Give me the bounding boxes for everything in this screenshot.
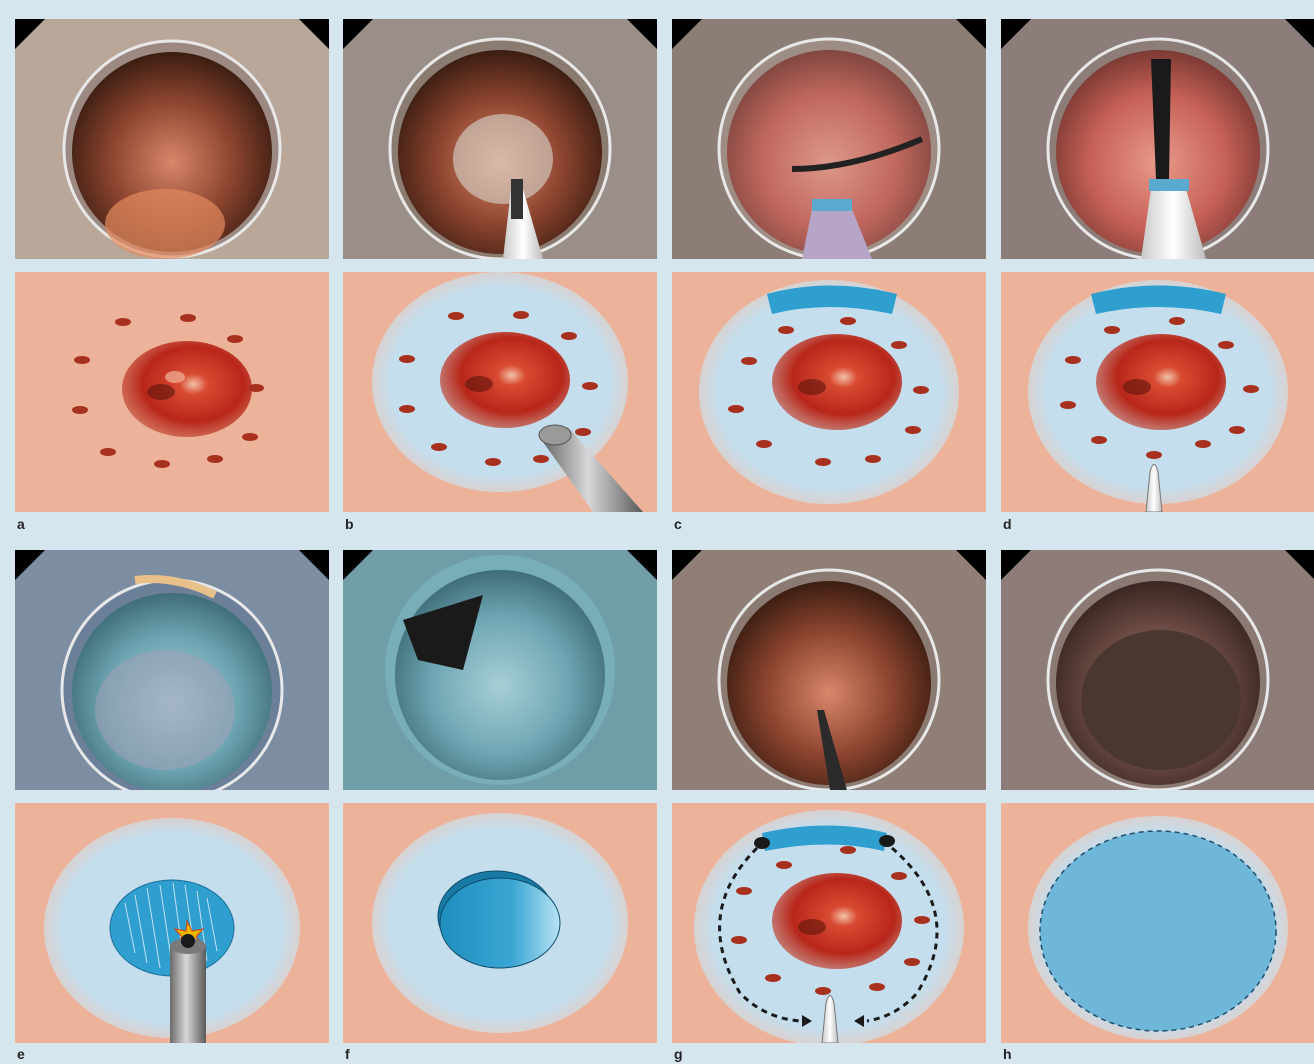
diagram-h [1001,803,1314,1043]
diagram-c [672,272,986,512]
panel-label-c: c [674,516,682,532]
endoscopic-knife-icon [170,934,206,1043]
diagram-incision-with-knife [1001,272,1314,512]
endoscopic-photo-b [343,19,657,259]
panel-label-h: h [1003,1046,1012,1062]
endoscopic-photo-g [672,550,986,790]
diagram-d [1001,272,1314,512]
photo-a [15,19,329,259]
diagram-en-bloc-resection-site [1001,803,1314,1043]
photo-b [343,19,657,259]
diagram-submucosal-dissection [15,803,329,1043]
endoscopic-photo-d [1001,19,1314,259]
photo-f [343,550,657,790]
panel-label-a: a [17,516,25,532]
diagram-circumferential-incision [672,803,986,1043]
photo-e [15,550,329,790]
endoscopic-photo-e [15,550,329,790]
panel-label-b: b [345,516,354,532]
diagram-e [15,803,329,1043]
photo-d [1001,19,1314,259]
photo-h [1001,550,1314,790]
diagram-submucosal-injection [343,272,657,512]
diagram-f [343,803,657,1043]
photo-c [672,19,986,259]
endoscopic-photo-c [672,19,986,259]
endoscopic-photo-h [1001,550,1314,790]
diagram-resected-defect [343,803,657,1043]
endoscopic-photo-a [15,19,329,259]
diagram-a [15,272,329,512]
diagram-marking-dots [15,272,329,512]
panel-label-d: d [1003,516,1012,532]
photo-g [672,550,986,790]
diagram-g [672,803,986,1043]
panel-label-f: f [345,1046,350,1062]
panel-label-e: e [17,1046,25,1062]
endoscopic-photo-f [343,550,657,790]
panel-label-g: g [674,1046,683,1062]
diagram-b [343,272,657,512]
diagram-mucosal-incision [672,272,986,512]
